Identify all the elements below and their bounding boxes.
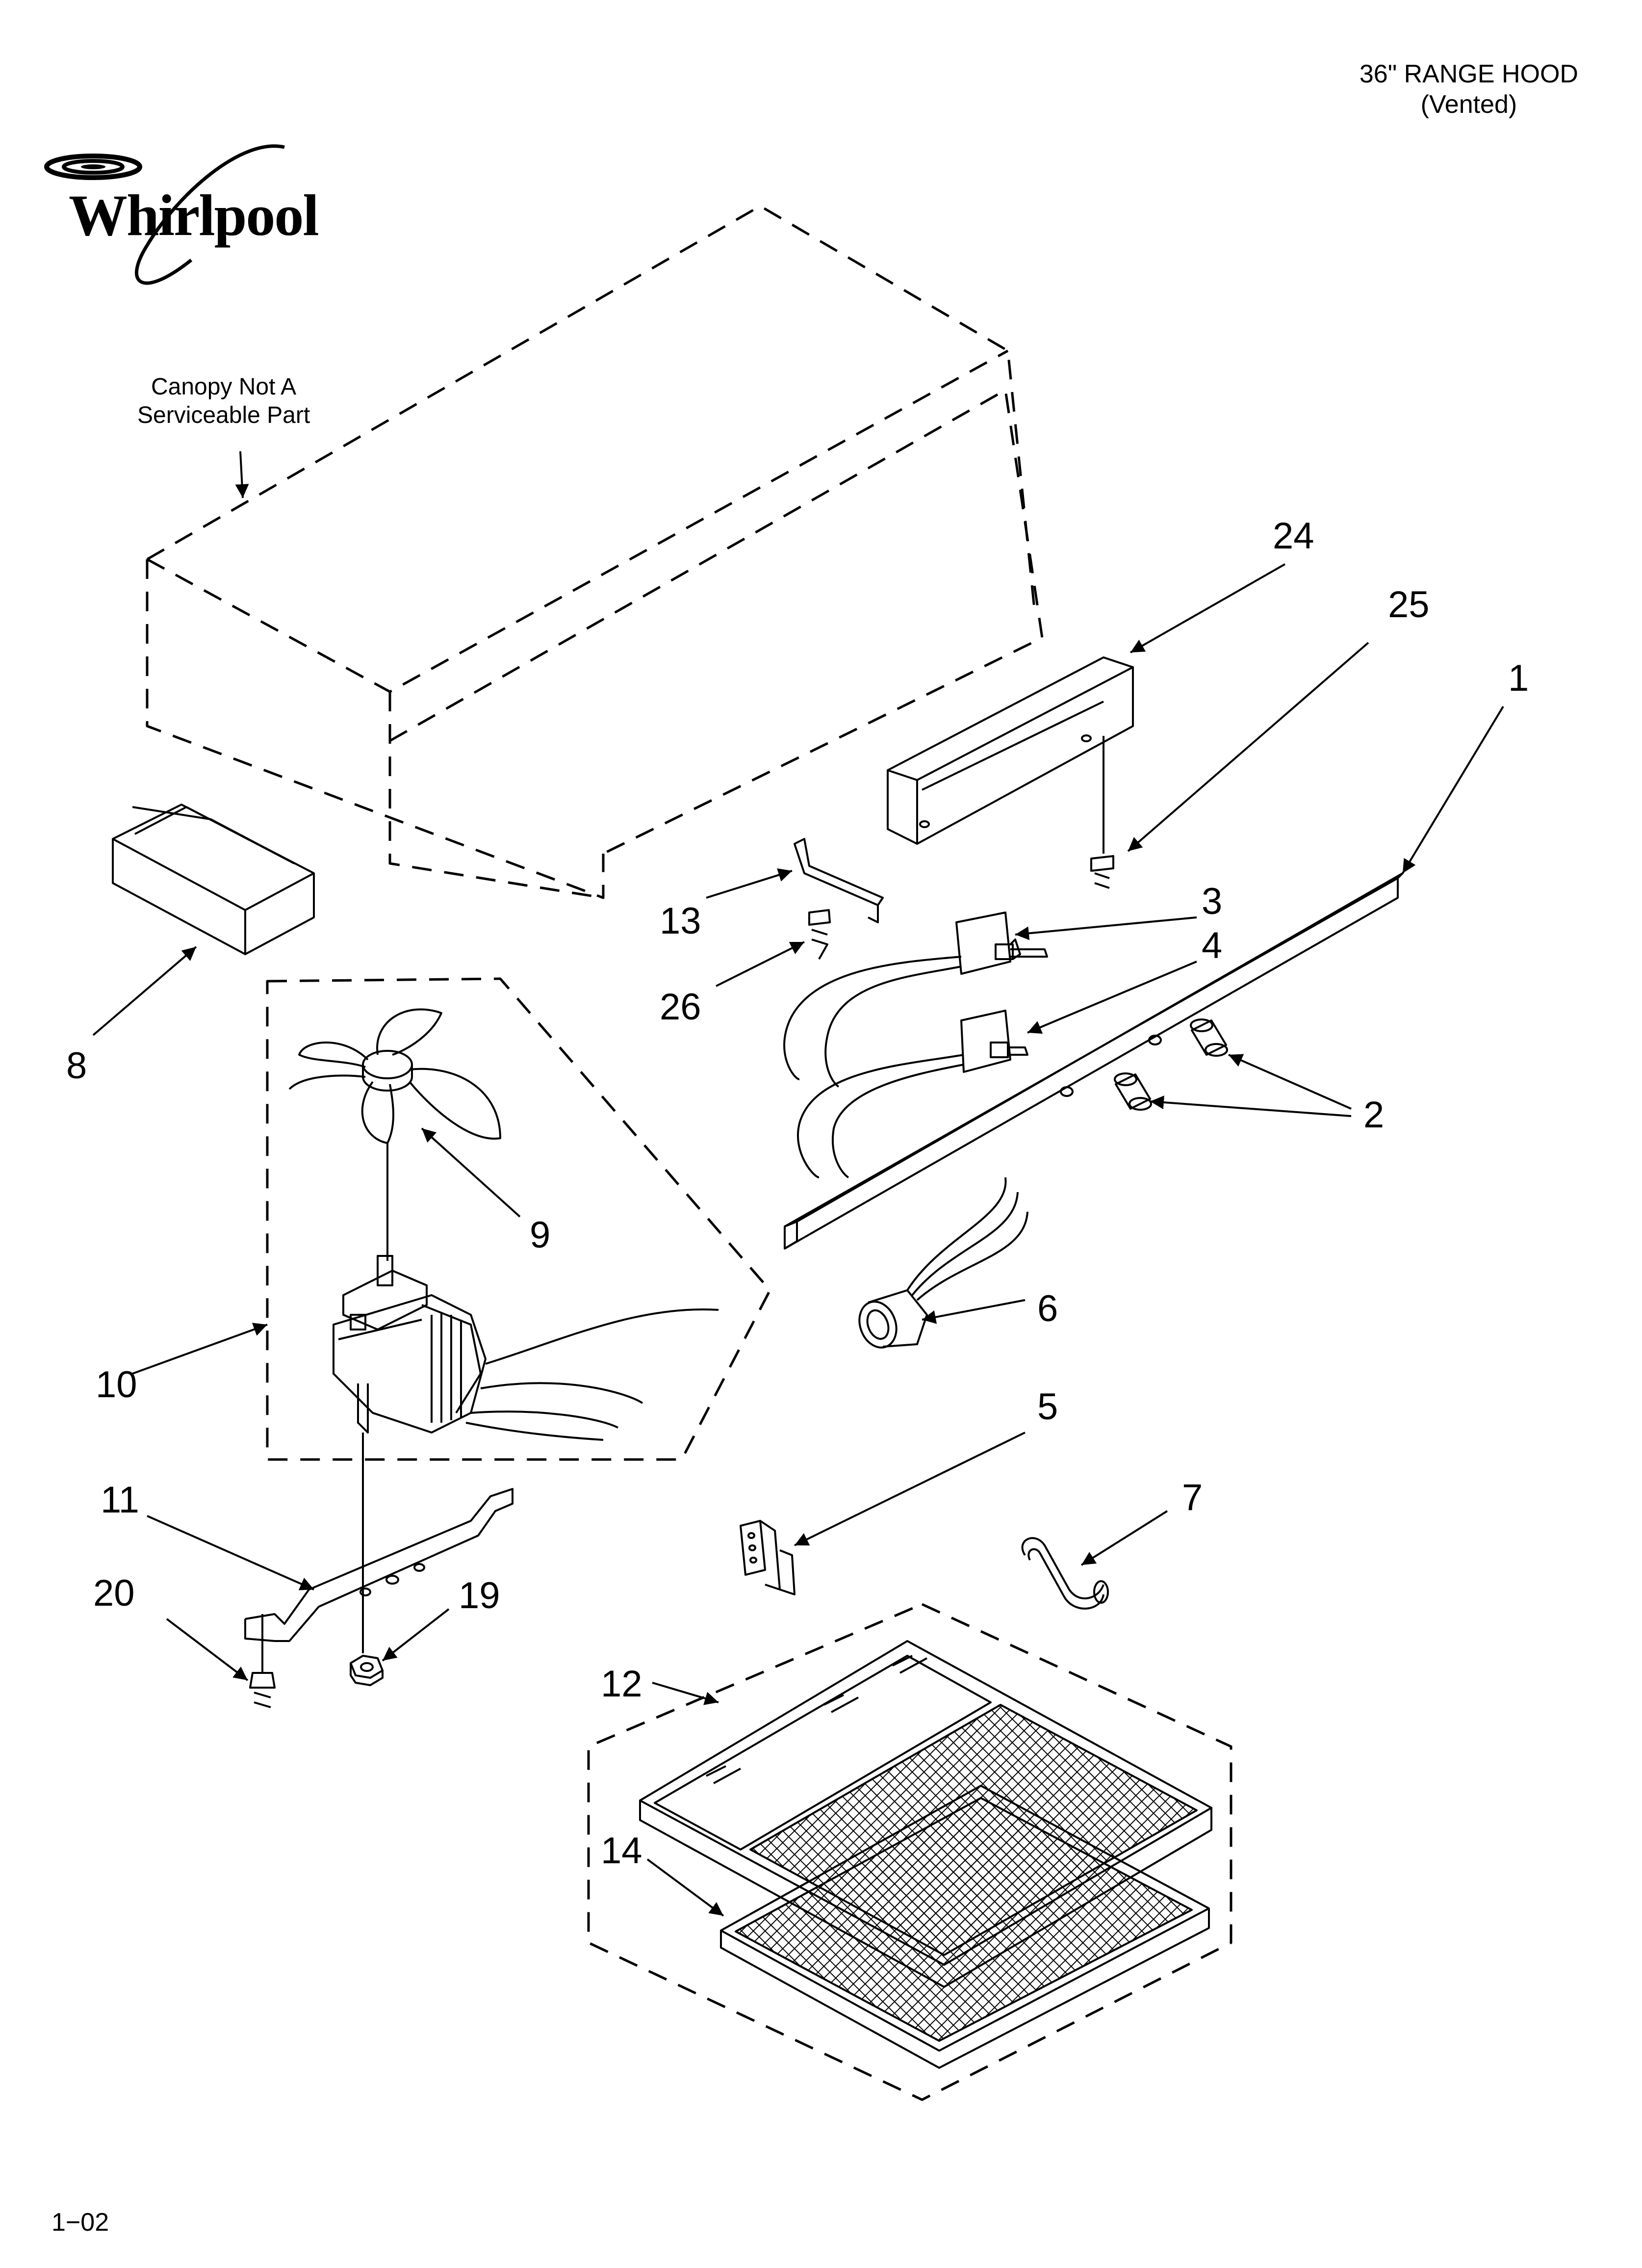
callout-5: 5 <box>1037 1386 1058 1428</box>
callout-8: 8 <box>66 1045 87 1087</box>
blower-assembly-outline <box>266 977 771 1461</box>
motor-mount-bracket <box>244 1488 513 1642</box>
mesh-filter <box>720 1785 1210 2069</box>
logo-swirl-icon <box>44 144 285 285</box>
wire-clip <box>1021 1537 1109 1610</box>
duct-connector <box>112 804 315 955</box>
callout-13: 13 <box>660 900 701 942</box>
whirlpool-logo: Whirlpool <box>29 137 334 299</box>
control-panel-strip <box>784 872 1404 1250</box>
callout-20: 20 <box>93 1572 135 1614</box>
diagram-header: 36" RANGE HOOD (Vented) <box>1360 59 1578 120</box>
header-subtitle: (Vented) <box>1420 90 1517 119</box>
mounting-screw <box>249 1614 276 1708</box>
callout-25: 25 <box>1388 584 1430 626</box>
callout-leaders <box>92 451 1504 1917</box>
callout-3: 3 <box>1202 881 1223 922</box>
callout-10: 10 <box>96 1364 137 1406</box>
page-code: 1−02 <box>51 2208 109 2237</box>
hex-nut <box>350 1655 384 1686</box>
callout-6: 6 <box>1037 1288 1058 1330</box>
logo-wordmark: Whirlpool <box>69 182 319 248</box>
fan-blade <box>288 1008 501 1261</box>
lamp-socket <box>858 1177 1028 1349</box>
callout-12: 12 <box>601 1663 642 1705</box>
blower-motor <box>333 1255 719 1653</box>
header-title: 36" RANGE HOOD <box>1359 60 1578 88</box>
callout-9: 9 <box>530 1214 551 1256</box>
terminal-block <box>740 1520 795 1595</box>
callout-14: 14 <box>601 1830 642 1872</box>
switch-bracket <box>794 838 884 923</box>
callout-24: 24 <box>1273 515 1314 557</box>
callout-19: 19 <box>459 1575 500 1616</box>
callout-26: 26 <box>660 986 701 1028</box>
canopy-note-line2: Serviceable Part <box>137 402 310 428</box>
callout-4: 4 <box>1202 925 1223 966</box>
bracket-screw <box>808 909 831 960</box>
callout-7: 7 <box>1182 1477 1203 1518</box>
canopy-note: Canopy Not A Serviceable Part <box>137 373 310 430</box>
canopy-outline <box>146 205 1044 899</box>
filter-group-outline <box>587 1603 1232 2101</box>
canopy-note-line1: Canopy Not A <box>151 374 297 400</box>
transition-screw <box>1090 855 1114 889</box>
light-switch <box>797 1010 1028 1178</box>
callout-11: 11 <box>101 1479 139 1521</box>
fan-switch <box>783 912 1048 1088</box>
callout-1: 1 <box>1508 657 1529 699</box>
duct-transition <box>887 656 1134 854</box>
callout-2: 2 <box>1363 1094 1385 1136</box>
control-knobs <box>1114 1018 1228 1111</box>
